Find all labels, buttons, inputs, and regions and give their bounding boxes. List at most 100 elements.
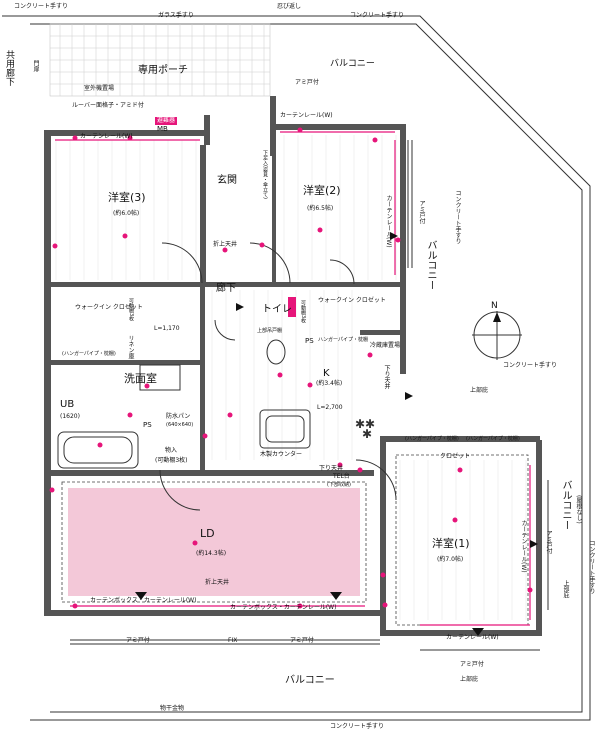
movable-shelf-left: 可動棚3枚 — [128, 298, 134, 322]
curtain-box-right: カーテンボックス・カーテンレール(W) — [230, 604, 337, 611]
balcony-right-small-label: バルコニー — [560, 480, 571, 530]
balcony-top-label: バルコニー — [330, 59, 375, 69]
door-swings — [159, 242, 397, 511]
storage-note: (可動棚3枚) — [155, 457, 188, 464]
waterproof-pan-label: 防水パン — [166, 413, 191, 420]
fix-label: FIX — [228, 637, 238, 644]
top-concrete-railing-left: コンクリート手すり — [14, 3, 69, 10]
shinobi-gaeshi-label: 忍び返し — [277, 3, 302, 10]
length-1170: L=1,170 — [154, 325, 180, 332]
laundry-hardware-label: 物干金物 — [160, 705, 185, 712]
western1-name: 洋室(1) — [432, 537, 470, 550]
tel-note: (下部収納) — [327, 482, 351, 488]
ps-left: PS — [143, 421, 152, 429]
hanger-pipe-shelf-left: (ハンガーパイプ・枕棚) — [62, 351, 116, 357]
bathtub — [57, 431, 139, 469]
louver-label: ルーバー面格子・アミド付 — [72, 102, 144, 109]
down-ceiling-right: 下り天井 — [383, 365, 390, 389]
movable-shelf-right: 可動棚3枚 — [300, 300, 306, 324]
kitchen-size: (約3.4帖) — [316, 380, 343, 387]
western3-size: (約6.0帖) — [113, 210, 140, 217]
north-compass — [472, 310, 522, 360]
upper-eave-bottom: 上部庇 — [460, 676, 479, 683]
toilet-bowl — [266, 339, 286, 365]
curtain-rail-vertical: カーテンレール(W) — [385, 195, 392, 248]
closet-label: クロゼット — [440, 453, 471, 460]
screen-bottom-left: アミ戸付 — [126, 637, 150, 644]
walkin-closet-right: ウォークイン クロゼット — [318, 297, 386, 304]
outdoor-unit-label: 室外機置場 — [84, 85, 115, 92]
western2-size: (約6.5帖) — [307, 205, 334, 212]
outlet-markers — [49, 127, 533, 609]
curtain-box-left: カーテンボックス・カーテンレール(W) — [90, 597, 197, 604]
floor-hatching — [55, 135, 527, 620]
shoe-box-label: 下足入(姿見・傘立て) — [262, 150, 268, 199]
kitchen-sink — [259, 409, 311, 449]
length-2700: L=2,700 — [317, 404, 343, 411]
svg-text:✱✱: ✱✱ — [355, 417, 375, 431]
fridge-label: 冷蔵庫置場 — [370, 342, 401, 349]
counter-label: 木製カウンター — [260, 451, 303, 458]
balcony-outline — [2, 15, 591, 721]
screen-western1: アミ戸付 — [460, 661, 484, 668]
svg-text:✱: ✱ — [362, 427, 372, 441]
toilet-accent — [288, 297, 296, 317]
concrete-railing-vertical: コンクリート手すり — [454, 190, 461, 244]
ld-floor — [68, 488, 360, 596]
hanger-pipe-right: ハンガーパイプ・枕棚 — [318, 337, 368, 343]
washroom-name: 洗面室 — [124, 372, 157, 385]
balcony-inner-outline — [30, 23, 583, 713]
western1-size: (約7.0帖) — [437, 556, 464, 563]
storage-label: 物入 — [165, 447, 178, 454]
ld-name: LD — [200, 527, 215, 540]
kitchen-name: K — [323, 368, 330, 379]
tel-label: TEL台 — [333, 473, 350, 480]
walls — [44, 96, 542, 636]
ub-size: (1620) — [60, 413, 80, 420]
curtain-rail-western3: カーテンレール(W) — [80, 133, 133, 140]
linen-label: リネン庫 — [127, 335, 134, 359]
ceiling-drop-lower: 折上天井 — [205, 579, 230, 586]
meter-box-label: MB — [157, 125, 168, 133]
curtain-rail-western1: カーテンレール(W) — [446, 634, 499, 641]
upper-eave-label: 上部庇 — [470, 387, 489, 394]
screen-top-label: アミ戸付 — [295, 79, 319, 86]
evacuation-label: 避難器 — [155, 117, 178, 125]
ub-name: UB — [60, 399, 75, 410]
hanger-b: (ハンガーパイプ・枕棚) — [466, 436, 520, 442]
walkin-closet-left: ウォークイン クロゼット — [75, 304, 143, 311]
private-porch-label: 専用ポーチ — [138, 65, 188, 76]
curtain-rail-western1-v: カーテンレール(W) — [520, 520, 527, 573]
screen-bottom-right: アミ戸付 — [290, 637, 314, 644]
ceiling-drop-upper: 折上天井 — [213, 241, 238, 248]
western3-name: 洋室(3) — [108, 191, 146, 204]
upper-storage-label: 上部吊戸棚 — [257, 328, 283, 334]
down-ceiling-left: 下り天井 — [319, 465, 344, 472]
entrance-name: 玄関 — [217, 175, 237, 186]
top-concrete-railing-right: コンクリート手すり — [350, 12, 405, 19]
waterproof-pan-size: (640×640) — [166, 422, 194, 428]
western2-name: 洋室(2) — [303, 184, 341, 197]
north-label: N — [491, 301, 498, 311]
upper-eave-right: 上部庇 — [562, 580, 569, 598]
ld-floor-border — [61, 481, 367, 603]
gate-label: 門扉 — [32, 60, 39, 72]
concrete-railing-bottom: コンクリート手すり — [330, 723, 385, 730]
washbasin — [139, 364, 181, 391]
concrete-railing-side: コンクリート手すり — [588, 540, 595, 594]
balcony-right-small-note: (屋根なし) — [575, 495, 582, 524]
ld-size: (約14.3帖) — [196, 550, 227, 557]
common-corridor-label: 共用廊下 — [4, 50, 14, 86]
concrete-railing-right-label: コンクリート手すり — [503, 362, 558, 369]
balcony-right-label: バルコニー — [425, 240, 436, 290]
screen-right-label: アミ戸付 — [418, 200, 425, 224]
balcony-bottom-label: バルコニー — [285, 675, 335, 686]
toilet-name: トイレ — [262, 304, 292, 315]
screen-right-small: アミ戸付 — [545, 530, 552, 554]
glass-railing-label: ガラス手すり — [158, 12, 194, 19]
windows — [70, 140, 549, 651]
porch-grid — [49, 23, 271, 97]
hallway-name: 廊下 — [216, 283, 236, 294]
curtain-rail-western2: カーテンレール(W) — [280, 112, 333, 119]
